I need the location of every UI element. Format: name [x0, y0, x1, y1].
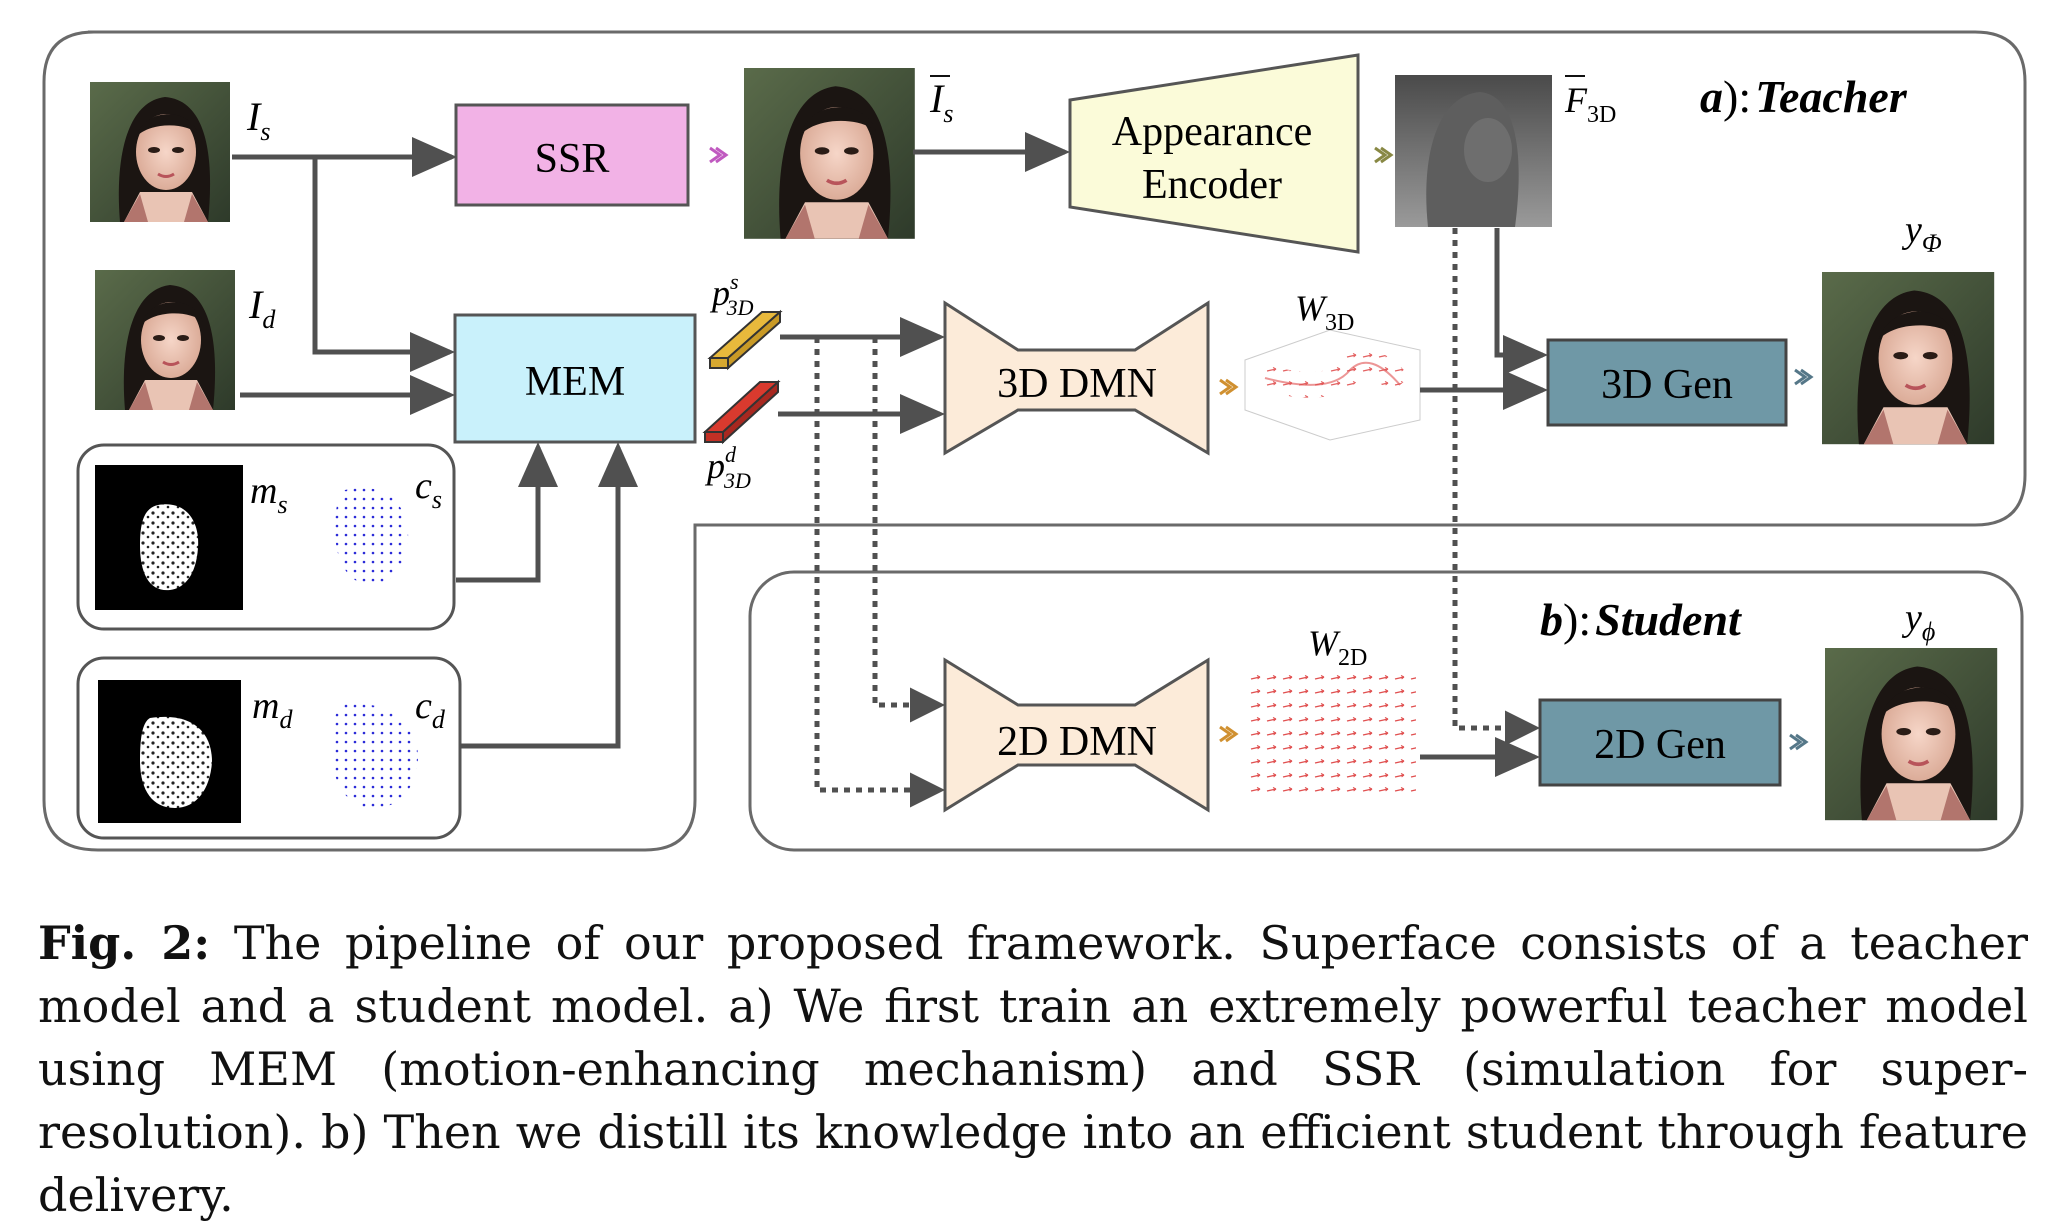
warp-field-2d-image	[1248, 668, 1416, 798]
mem-label: MEM	[525, 359, 625, 405]
source-mask-image	[95, 465, 243, 610]
driving-landmarks-image	[332, 703, 418, 808]
double-chevron-icon	[709, 146, 1814, 751]
ssr-output-face-image	[742, 66, 917, 241]
teacher-panel-border	[42, 30, 2027, 852]
pose-driving-bar	[702, 379, 781, 445]
caption-text: The pipeline of our proposed framework. …	[38, 916, 2028, 1222]
source-face-image	[88, 80, 232, 224]
source-landmarks-label: cs	[415, 465, 442, 514]
feature-delivery-arrows	[814, 228, 1540, 808]
dmn-3d-label: 3D DMN	[997, 361, 1157, 407]
driving-mask-image	[98, 680, 241, 823]
ssr-block	[454, 103, 690, 207]
figure-caption: Fig. 2: The pipeline of our proposed fra…	[38, 912, 2028, 1227]
gen-3d-block	[1546, 338, 1788, 427]
source-mask-landmark-box	[76, 443, 456, 631]
dmn-2d-label: 2D DMN	[997, 719, 1157, 765]
warp-field-2d-label: W2D	[1308, 623, 1367, 671]
appearance-encoder-block	[1068, 53, 1360, 254]
ssr-label: SSR	[535, 136, 610, 182]
teacher-label: a):Teacher	[1700, 71, 1908, 122]
student-output-label: yϕ	[1901, 597, 1935, 646]
dmn-2d-shape	[943, 657, 1210, 813]
source-landmarks-image	[335, 487, 409, 585]
feature-3d-label: F3D	[1564, 80, 1616, 128]
teacher-output-face-image	[1820, 270, 1997, 447]
appearance-encoder-label-line2: Encoder	[1142, 162, 1282, 208]
gen-2d-block	[1538, 698, 1782, 787]
connection-arrows	[232, 132, 1548, 777]
ssr-output-label: Is	[929, 76, 953, 128]
driving-image-label: Id	[248, 282, 276, 334]
driving-mask-label: md	[252, 685, 293, 734]
source-image-label: Is	[246, 94, 270, 146]
gen-3d-label: 3D Gen	[1601, 362, 1733, 408]
teacher-output-label: yΦ	[1901, 209, 1942, 258]
driving-face-image	[93, 268, 237, 412]
appearance-encoder-label-line1: Appearance	[1112, 109, 1313, 155]
depth-feature-map-image	[1395, 75, 1552, 227]
dmn-3d-shape	[943, 300, 1210, 456]
pose-source-bar	[707, 309, 783, 371]
mem-block	[453, 313, 697, 444]
student-output-face-image	[1823, 646, 2000, 823]
driving-landmarks-label: cd	[415, 685, 446, 734]
student-panel-border	[748, 570, 2024, 852]
warp-field-3d-label: W3D	[1295, 288, 1354, 336]
caption-label: Fig. 2:	[38, 916, 211, 970]
pipeline-diagram: a):Teacher b):Student Is Id Is yΦ yϕ SSR…	[42, 30, 2027, 852]
source-mask-label: ms	[250, 470, 288, 519]
student-label: b):Student	[1540, 594, 1742, 645]
warp-field-3d-image	[1244, 329, 1421, 441]
gen-2d-label: 2D Gen	[1594, 722, 1726, 768]
